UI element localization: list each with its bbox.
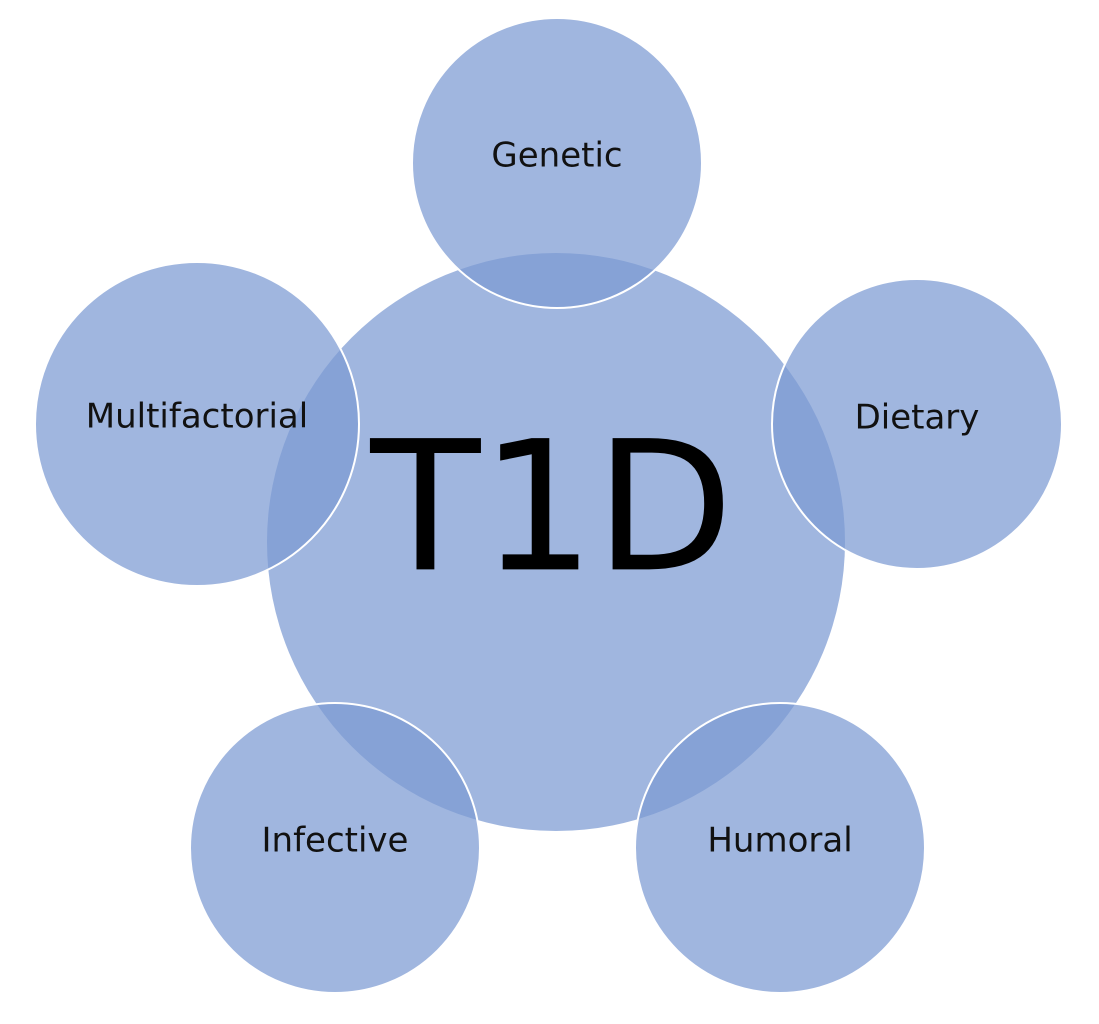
satellite-circle-dietary bbox=[771, 278, 1063, 570]
satellite-label-dietary: Dietary bbox=[855, 398, 980, 438]
satellite-circle-infective bbox=[189, 702, 481, 994]
center-circle bbox=[267, 253, 845, 831]
satellite-label-genetic: Genetic bbox=[491, 136, 622, 176]
satellite-circle-multifactorial bbox=[34, 261, 360, 587]
satellite-label-multifactorial: Multifactorial bbox=[86, 397, 308, 437]
satellite-label-infective: Infective bbox=[262, 821, 409, 861]
center-label: T1D bbox=[369, 403, 733, 612]
satellite-circle-genetic bbox=[411, 17, 703, 309]
satellite-circle-humoral bbox=[634, 702, 926, 994]
satellite-label-humoral: Humoral bbox=[707, 821, 852, 861]
